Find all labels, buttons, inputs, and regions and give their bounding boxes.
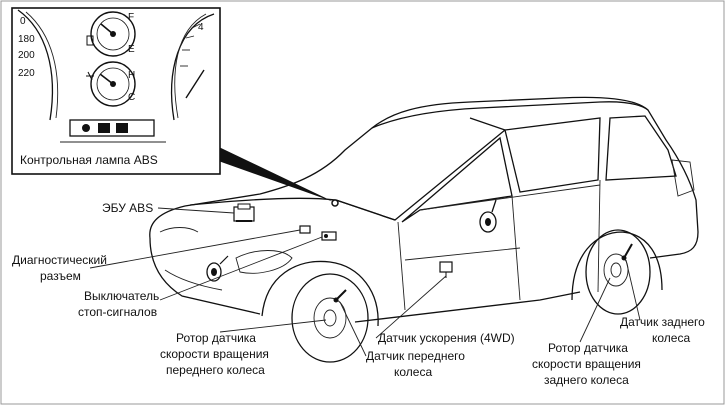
front-wheel-sensor [333, 289, 347, 303]
rear-wheel-sensor [621, 243, 633, 261]
rear-left-sensor-rotor [479, 199, 497, 233]
speed-tick-2: 200 [18, 50, 35, 61]
acceleration-sensor [439, 261, 453, 278]
speed-tick-0: 0 [20, 16, 26, 27]
speed-tick-3: 220 [18, 68, 35, 79]
abs-warning-lamp-icon [98, 123, 110, 133]
label-front-rotor-line2: скорости вращения [160, 347, 269, 361]
car-drawing [149, 96, 699, 363]
rpm-tick-4: 4 [198, 22, 204, 33]
label-rear-rotor-line1: Ротор датчика [548, 341, 628, 355]
label-rear-rotor-line3: заднего колеса [544, 373, 629, 387]
diagnostic-connector [299, 225, 311, 234]
label-stop-switch-line2: стоп-сигналов [78, 305, 157, 319]
warning-icon [82, 124, 90, 132]
label-front-rotor-line3: переднего колеса [166, 363, 265, 377]
abs-ecu-module [233, 203, 255, 222]
label-stop-switch-line1: Выключатель [84, 289, 159, 303]
leader-lines [89, 207, 641, 357]
brake-warning-icon [116, 123, 128, 133]
abs-lamp-caption: Контрольная лампа ABS [20, 153, 158, 167]
front-left-sensor-rotor [206, 255, 229, 282]
abs-lamp-location-marker [331, 199, 339, 207]
label-abs-ecu: ЭБУ ABS [102, 201, 153, 215]
speed-tick-1: 180 [18, 34, 35, 45]
label-diag-connector-line2: разъем [40, 269, 81, 283]
inset-callout-wedge [200, 138, 334, 202]
label-rear-sensor-line2: колеса [652, 331, 690, 345]
label-accel-sensor: Датчик ускорения (4WD) [378, 331, 515, 345]
fuel-mark-e: E [128, 44, 135, 55]
temp-mark-c: C [128, 92, 135, 103]
label-front-rotor-line1: Ротор датчика [176, 331, 256, 345]
label-rear-rotor-line2: скорости вращения [532, 357, 641, 371]
label-front-sensor-line2: колеса [394, 365, 432, 379]
label-front-sensor-line1: Датчик переднего [366, 349, 465, 363]
temp-mark-h: H [128, 70, 135, 81]
stop-lamp-switch [321, 231, 337, 241]
instrument-cluster-inset [11, 7, 221, 175]
fuel-mark-f: F [128, 12, 134, 23]
label-diag-connector-line1: Диагностический [12, 253, 107, 267]
label-rear-sensor-line1: Датчик заднего [620, 315, 705, 329]
